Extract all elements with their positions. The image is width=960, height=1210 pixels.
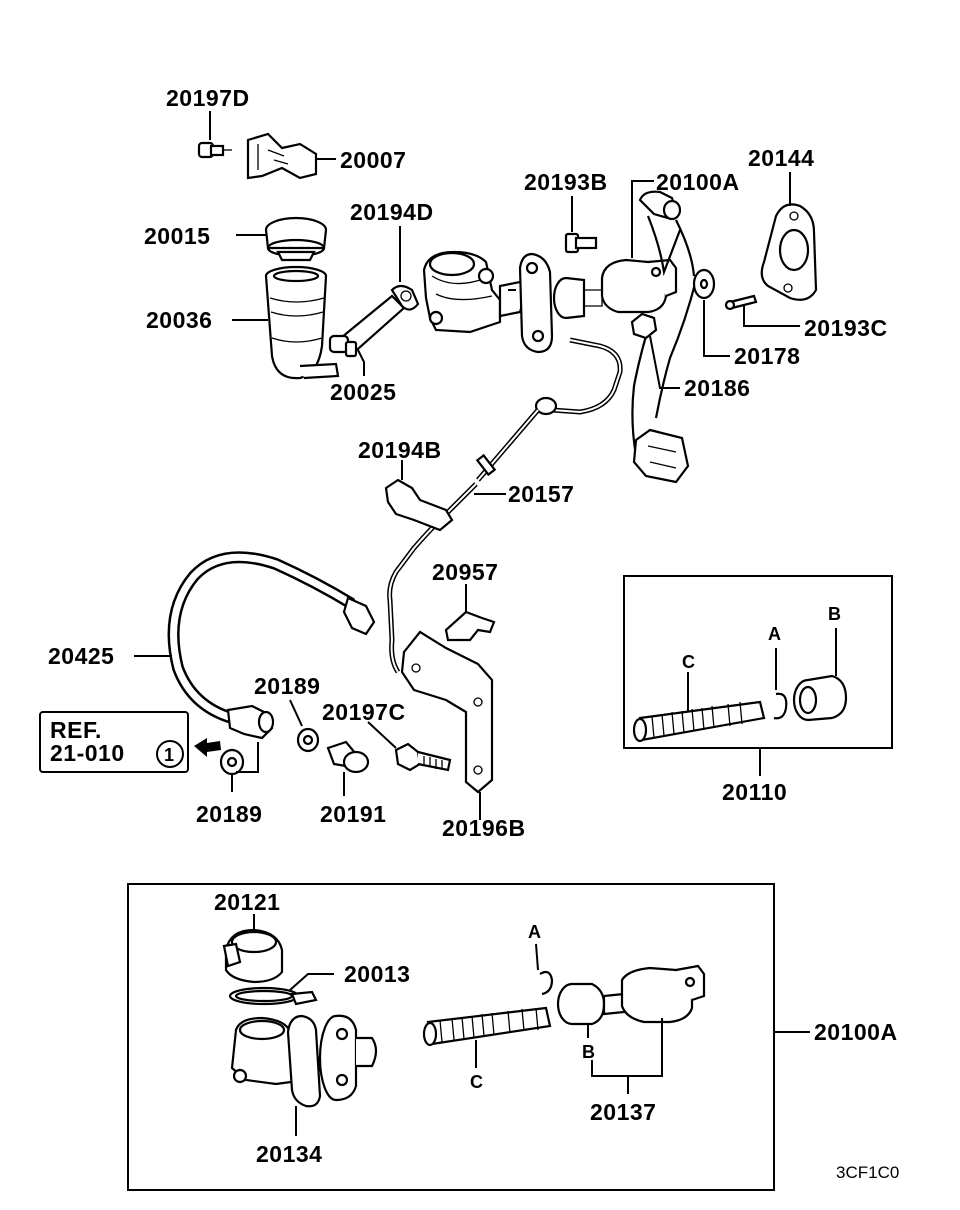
part-20013-seal[interactable] — [228, 986, 318, 1006]
ref-code: 21-010 — [50, 740, 125, 766]
part-20036-reservoir[interactable] — [264, 265, 340, 380]
part-20100A-clevis-rod[interactable] — [600, 258, 678, 314]
part-20191-bleeder[interactable] — [326, 740, 370, 774]
label-20100A-top[interactable]: 20100A — [656, 169, 740, 195]
label-20425[interactable]: 20425 — [48, 643, 114, 669]
kit-20110-label-B: B — [828, 604, 841, 624]
label-20191[interactable]: 20191 — [320, 801, 386, 827]
part-20178-washer[interactable] — [692, 268, 716, 300]
label-20157[interactable]: 20157 — [508, 481, 574, 507]
part-20194B-bracket[interactable] — [384, 478, 454, 532]
label-20144[interactable]: 20144 — [748, 145, 814, 171]
label-20137[interactable]: 20137 — [590, 1099, 656, 1125]
part-20193C-pin[interactable] — [724, 294, 758, 311]
part-20007-clamp[interactable] — [246, 132, 318, 180]
ref-text: REF. — [50, 717, 102, 743]
part-20025-hose[interactable] — [328, 294, 406, 358]
part-20196B-bracket[interactable] — [400, 630, 494, 794]
label-20196B[interactable]: 20196B — [442, 815, 526, 841]
kit-20110-label-C: C — [682, 652, 695, 672]
kit-20110-box — [623, 575, 893, 749]
label-20186[interactable]: 20186 — [684, 375, 750, 401]
kit-20100A-piston[interactable] — [422, 1006, 552, 1047]
label-20189-lower[interactable]: 20189 — [196, 801, 262, 827]
kit-20110-clip-A[interactable] — [773, 692, 788, 720]
part-20121-cap[interactable] — [222, 928, 284, 984]
label-20194D[interactable]: 20194D — [350, 199, 434, 225]
part-master-cylinder-assembly[interactable] — [422, 250, 603, 354]
kit-20100A-rod-assembly[interactable] — [556, 964, 706, 1026]
part-20015-cap[interactable] — [264, 216, 328, 262]
label-20110[interactable]: 20110 — [722, 779, 787, 805]
label-20197C[interactable]: 20197C — [322, 699, 406, 725]
part-20197D-screw[interactable] — [197, 141, 232, 159]
part-20186-nut[interactable] — [630, 312, 658, 340]
part-20134-cylinder-body[interactable] — [230, 1014, 378, 1108]
part-20193B-bolt[interactable] — [564, 232, 598, 254]
label-20178[interactable]: 20178 — [734, 343, 800, 369]
part-20144-plate[interactable] — [760, 203, 818, 301]
label-20134[interactable]: 20134 — [256, 1141, 322, 1167]
kit-20100A-label-B: B — [582, 1042, 595, 1062]
label-20121[interactable]: 20121 — [214, 889, 280, 915]
kit-20100A-label-C: C — [470, 1072, 483, 1092]
kit-20100A-label-A: A — [528, 922, 541, 942]
part-20157-pipe[interactable] — [387, 337, 623, 674]
ref-box[interactable]: REF. 21-010 1 — [39, 711, 189, 773]
label-20013[interactable]: 20013 — [344, 961, 410, 987]
ref-circle — [156, 740, 184, 768]
label-20957[interactable]: 20957 — [432, 559, 498, 585]
label-20007[interactable]: 20007 — [340, 147, 406, 173]
part-20189-washer-upper[interactable] — [296, 727, 320, 753]
label-20036[interactable]: 20036 — [146, 307, 212, 333]
part-20194D-clip[interactable] — [390, 284, 420, 311]
label-20193B[interactable]: 20193B — [524, 169, 608, 195]
kit-20110-seal-B[interactable] — [792, 674, 848, 722]
arrow-left-icon — [194, 738, 221, 757]
kit-20110-label-A: A — [768, 624, 781, 644]
label-20015[interactable]: 20015 — [144, 223, 210, 249]
label-20189-upper[interactable]: 20189 — [254, 673, 320, 699]
kit-20100A-box — [127, 883, 775, 1191]
label-20100A-right[interactable]: 20100A — [814, 1019, 898, 1045]
kit-20110-piston[interactable] — [632, 700, 766, 743]
part-20197C-bolt[interactable] — [394, 742, 452, 772]
kit-20100A-clip-A[interactable] — [539, 970, 554, 996]
part-20425-flexible-hose[interactable] — [167, 551, 376, 740]
part-clutch-pedal[interactable] — [631, 190, 698, 484]
ref-circle-number: 1 — [164, 745, 174, 765]
diagram-code: 3CF1C0 — [836, 1163, 899, 1182]
label-20194B[interactable]: 20194B — [358, 437, 442, 463]
label-20025[interactable]: 20025 — [330, 379, 396, 405]
part-20189-washer-lower[interactable] — [219, 748, 245, 776]
label-20197D[interactable]: 20197D — [166, 85, 250, 111]
part-20957-clip[interactable] — [444, 610, 496, 642]
label-20193C[interactable]: 20193C — [804, 315, 888, 341]
